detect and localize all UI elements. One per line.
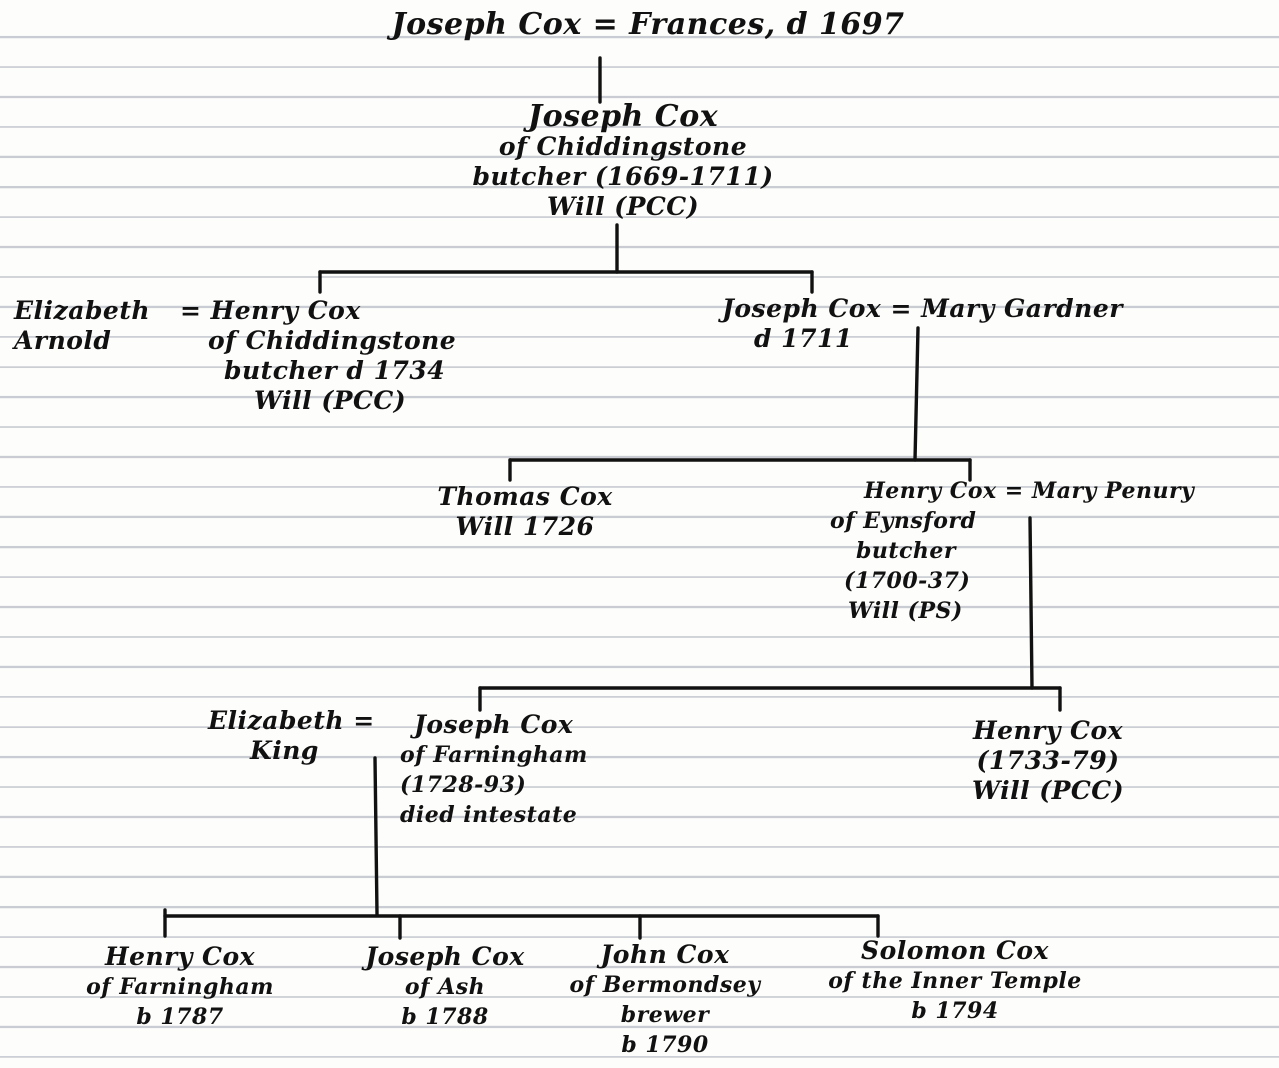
node-line: Will (PCC) — [971, 776, 1125, 805]
node-line: Joseph Cox — [365, 942, 525, 971]
node-line: of Chiddingstone — [498, 132, 748, 161]
node-line: = Henry Cox — [180, 296, 361, 325]
node-line: of Farningham — [400, 742, 588, 768]
person-henry-cox-eynsford: Henry Cox = Mary Penury of Eynsford butc… — [830, 476, 1194, 626]
node-line: King — [250, 736, 319, 765]
node-line: Joseph Cox = Mary Gardner — [722, 294, 1123, 323]
node-line: Will (PCC) — [254, 386, 407, 415]
node-line: d 1711 — [754, 324, 853, 353]
node-line: brewer — [620, 1002, 710, 1028]
descent-line — [1028, 516, 1034, 690]
node-line: (1700-37) — [844, 568, 971, 594]
person-henry-cox-chiddingstone: = Henry Cox of Chiddingstone butcher d 1… — [180, 296, 456, 416]
descent-line — [373, 756, 379, 916]
person-solomon-cox: Solomon Cox of the Inner Temple b 1794 — [828, 936, 1082, 1026]
person-henry-cox-farningham: Henry Cox of Farningham b 1787 — [86, 942, 274, 1032]
node-line: Elizabeth = — [208, 706, 375, 735]
node-line: died intestate — [400, 802, 578, 828]
node-line: butcher (1669-1711) — [472, 162, 774, 191]
node-line: of the Inner Temple — [828, 968, 1082, 994]
node-line: butcher d 1734 — [224, 356, 446, 385]
person-john-cox-bermondsey: John Cox of Bermondsey brewer b 1790 — [570, 940, 761, 1060]
node-line: Will 1726 — [455, 512, 595, 541]
person-joseph-cox-1711: Joseph Cox = Mary Gardner d 1711 — [722, 294, 1123, 354]
person-thomas-cox: Thomas Cox Will 1726 — [437, 482, 612, 542]
node-line: Henry Cox = Mary Penury — [864, 478, 1195, 504]
node-line: butcher — [856, 538, 957, 564]
node-line: Will (PS) — [848, 598, 963, 624]
node-line: b 1788 — [401, 1004, 489, 1030]
node-line: Solomon Cox — [861, 936, 1049, 965]
node-line: of Ash — [404, 974, 486, 1000]
node-line: Will (PCC) — [546, 192, 700, 221]
person-joseph-cox-chiddingstone: Joseph Cox of Chiddingstone butcher (166… — [472, 102, 773, 222]
node-line: of Bermondsey — [569, 972, 761, 998]
node-line: b 1794 — [911, 998, 999, 1024]
person-joseph-cox-ash: Joseph Cox of Ash b 1788 — [365, 942, 524, 1032]
person-henry-cox-1733: Henry Cox (1733-79) Will (PCC) — [972, 716, 1124, 806]
node-name: Joseph Cox — [527, 99, 719, 134]
node-line: of Chiddingstone — [208, 326, 457, 355]
node-line: of Eynsford — [830, 508, 977, 534]
node-line: Henry Cox — [972, 716, 1124, 745]
person-joseph-cox-root: Joseph Cox = Frances, d 1697 — [391, 10, 904, 40]
node-line: Henry Cox — [104, 942, 256, 971]
node-line: Elizabeth — [14, 296, 151, 325]
person-elizabeth-arnold: Elizabeth Arnold — [14, 296, 150, 356]
node-line: Thomas Cox — [437, 482, 613, 511]
node-line: (1733-79) — [976, 746, 1120, 775]
person-elizabeth-king: Elizabeth = King — [208, 706, 375, 766]
node-line: b 1787 — [136, 1004, 224, 1030]
node-line: (1728-93) — [400, 772, 527, 798]
node-line: Arnold — [14, 326, 112, 355]
descent-line — [913, 326, 920, 462]
node-line: of Farningham — [86, 974, 274, 1000]
node-line: b 1790 — [621, 1032, 709, 1058]
node-line: Joseph Cox — [414, 710, 574, 739]
node-line: Joseph Cox = Frances, d 1697 — [391, 7, 905, 42]
node-line: John Cox — [600, 940, 730, 969]
person-joseph-cox-farningham: Joseph Cox of Farningham (1728-93) died … — [400, 710, 588, 830]
